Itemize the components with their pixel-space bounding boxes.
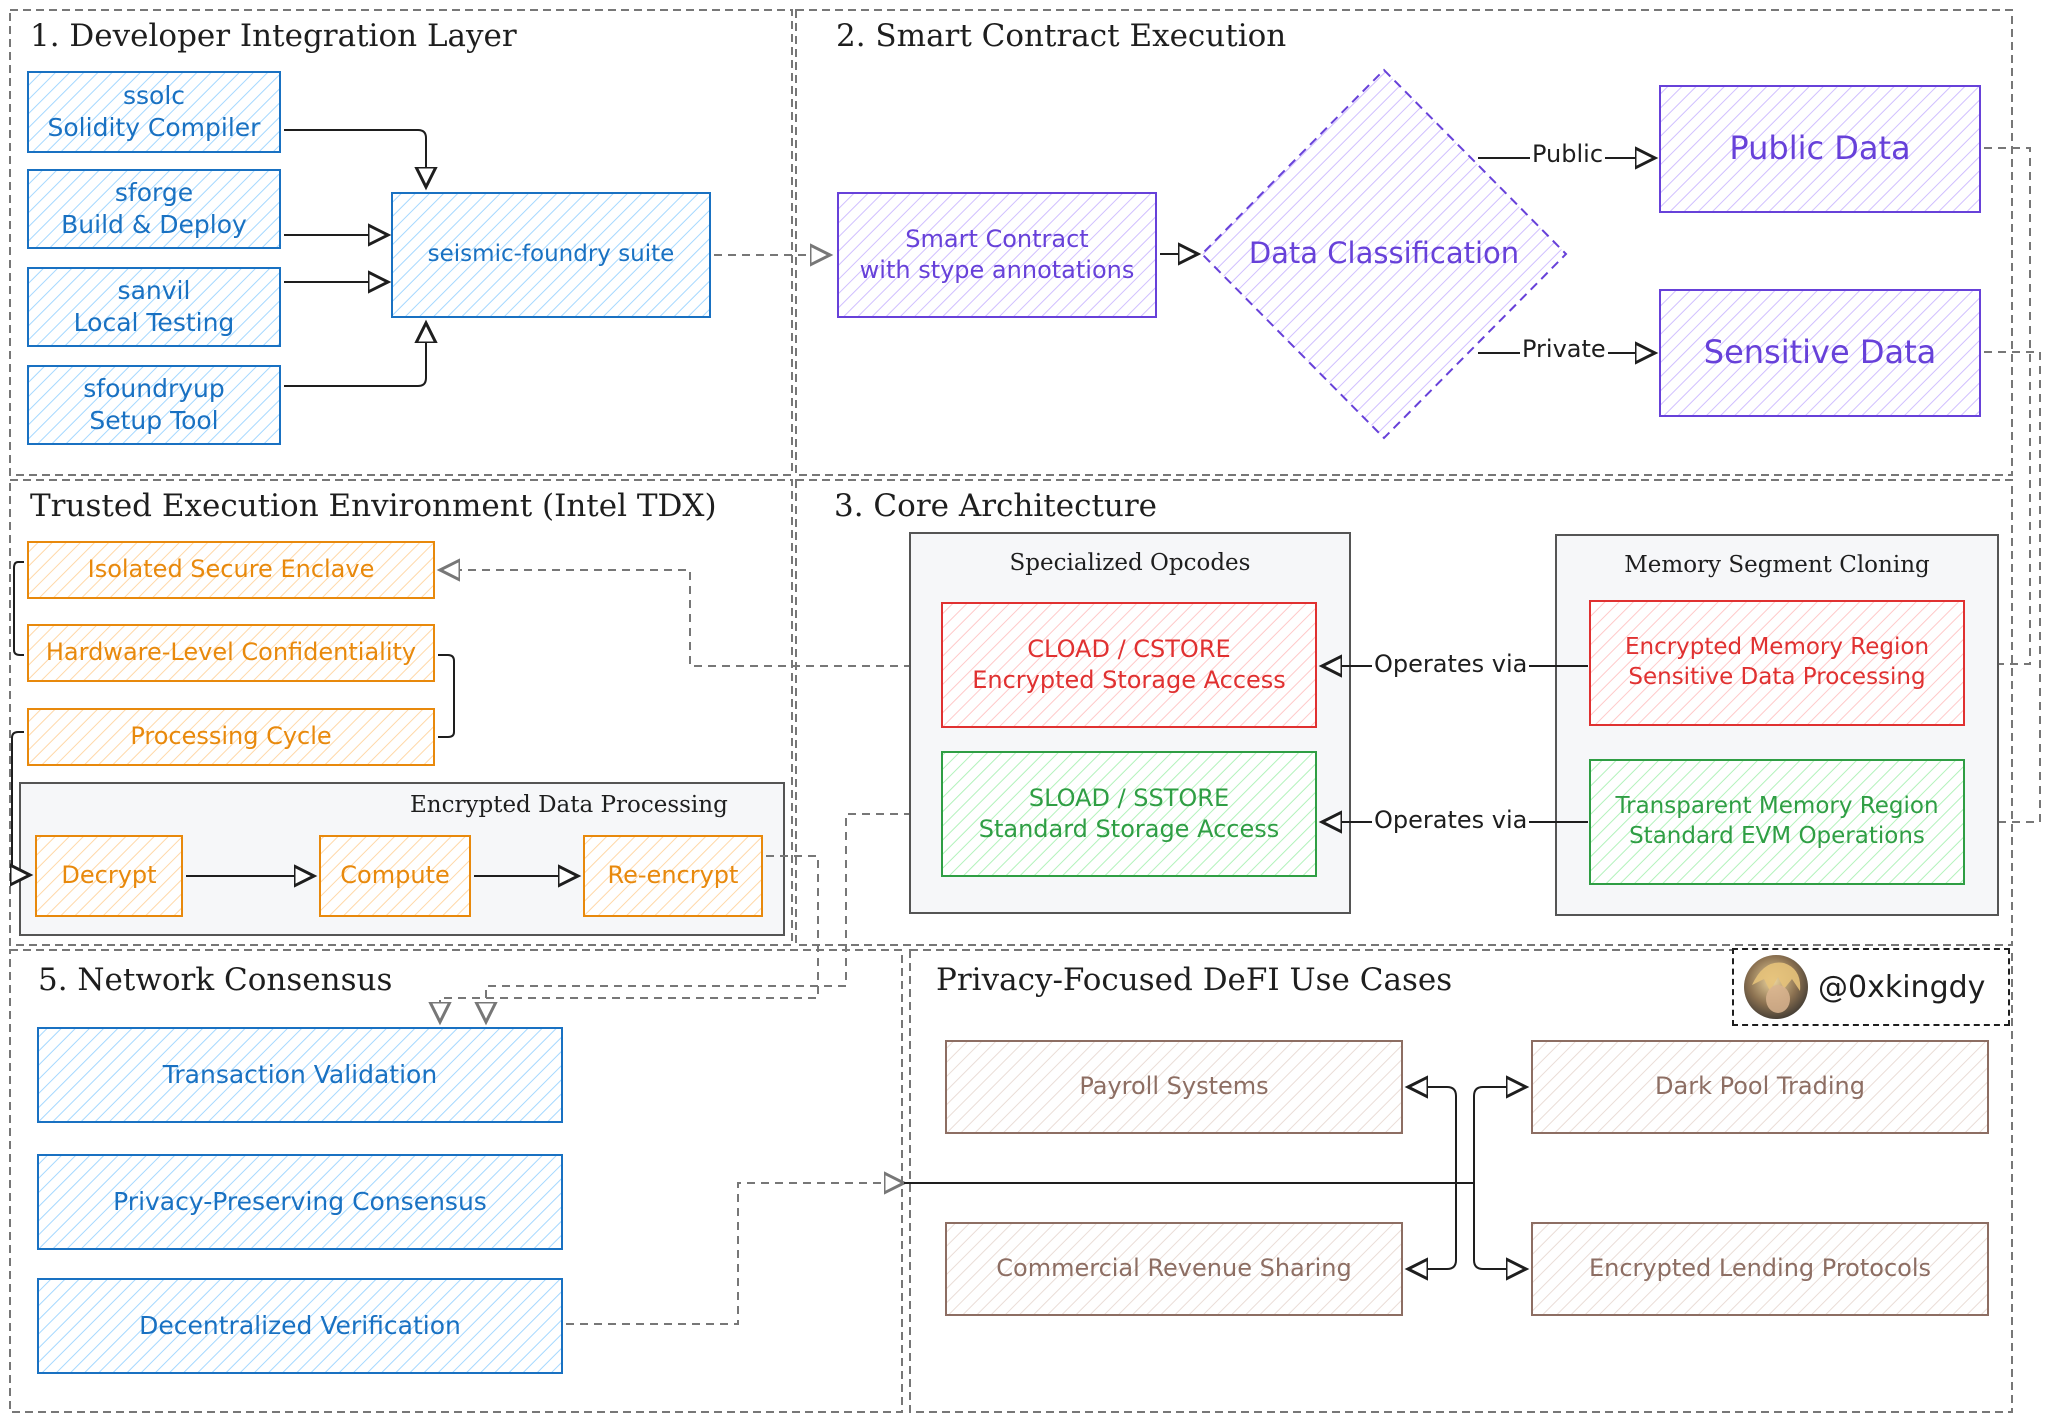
compute-box (319, 835, 471, 917)
edge-hub-payroll (1408, 1087, 1457, 1183)
title-consensus: 5. Network Consensus (38, 962, 393, 998)
validation-box (37, 1027, 563, 1123)
cload-label: CLOAD / CSTORE Encrypted Storage Access (972, 634, 1286, 694)
public-edge-label: Public (1530, 140, 1606, 168)
suite-label: seismic-foundry suite (427, 241, 675, 268)
suite-box (391, 192, 711, 318)
lending-box (1531, 1222, 1989, 1316)
reencrypt-label: Re-encrypt (607, 861, 739, 890)
title-smart-contract: 2. Smart Contract Execution (836, 18, 1287, 54)
sforge-label: sforge Build & Deploy (61, 177, 247, 240)
author-handle: @0xkingdy (1818, 969, 1986, 1005)
title-tee: Trusted Execution Environment (Intel TDX… (30, 488, 717, 524)
edge-reencrypt-to-validation (440, 855, 819, 1022)
section-frame-defi (909, 949, 2013, 1413)
avatar (1744, 955, 1808, 1019)
edge-enclave-confidentiality (13, 561, 24, 656)
edge-hub-lending (1466, 1182, 1526, 1269)
sload-box (941, 751, 1317, 877)
decrypt-label: Decrypt (61, 861, 157, 890)
sensitive-data-box (1659, 289, 1981, 417)
contract-label: Smart Contract with stype annotations (859, 224, 1135, 284)
sfoundryup-box (27, 365, 281, 445)
edge-public-to-encrypted-memory (1975, 147, 2031, 664)
edge-sensitive-to-transparent-memory (1975, 351, 2041, 822)
encrypted-memory-label: Encrypted Memory Region Sensitive Data P… (1624, 634, 1930, 690)
decrypt-box (35, 835, 183, 917)
edge-cycle-decrypt (12, 731, 30, 875)
edge-sfoundryup-suite (284, 323, 426, 387)
edge-sload-to-validation (486, 813, 940, 1022)
confidentiality-label: Hardware-Level Confidentiality (45, 638, 417, 667)
public-data-label: Public Data (1729, 129, 1911, 168)
validation-label: Transaction Validation (162, 1059, 438, 1089)
verification-box (37, 1278, 563, 1374)
opcodes-title: Specialized Opcodes (1009, 550, 1251, 576)
public-data-box (1659, 85, 1981, 213)
section-frame-smart-contract (795, 9, 2013, 476)
encrypted-memory-box (1589, 600, 1965, 726)
sfoundryup-label: sfoundryup Setup Tool (83, 373, 225, 436)
revenue-box (945, 1222, 1403, 1316)
payroll-box (945, 1040, 1403, 1134)
classification-diamond (1200, 68, 1568, 440)
dark-pool-box (1531, 1040, 1989, 1134)
edge-verification-to-defi (566, 1183, 904, 1325)
privacy-consensus-label: Privacy-Preserving Consensus (113, 1186, 487, 1216)
privacy-consensus-box (37, 1154, 563, 1250)
title-developer: 1. Developer Integration Layer (30, 18, 517, 54)
section-frame-tee (9, 479, 793, 946)
dark-pool-label: Dark Pool Trading (1655, 1072, 1865, 1101)
sload-label: SLOAD / SSTORE Standard Storage Access (978, 783, 1280, 843)
sanvil-label: sanvil Local Testing (73, 275, 235, 338)
edge-hub-dark-pool (1466, 1087, 1526, 1184)
transparent-memory-box (1589, 759, 1965, 885)
classification-label: Data Classification (1248, 236, 1520, 271)
compute-label: Compute (340, 861, 450, 890)
revenue-label: Commercial Revenue Sharing (996, 1254, 1352, 1283)
operates-via-label-2: Operates via (1372, 806, 1530, 834)
verification-label: Decentralized Verification (139, 1310, 461, 1340)
title-core: 3. Core Architecture (834, 488, 1158, 524)
lending-label: Encrypted Lending Protocols (1588, 1254, 1932, 1283)
sforge-box (27, 169, 281, 249)
cycle-label: Processing Cycle (130, 722, 332, 751)
operates-via-label-1: Operates via (1372, 650, 1530, 678)
enclave-label: Isolated Secure Enclave (87, 555, 375, 584)
ssolc-label: ssolc Solidity Compiler (47, 80, 261, 143)
edge-hub-revenue (1408, 1183, 1457, 1269)
private-edge-label: Private (1520, 335, 1608, 363)
edge-cload-to-enclave (440, 570, 940, 667)
ssolc-box (27, 71, 281, 153)
section-frame-developer (9, 9, 793, 476)
payroll-label: Payroll Systems (1079, 1072, 1269, 1101)
encrypted-processing-label: Encrypted Data Processing (410, 792, 728, 818)
author-badge[interactable]: @0xkingdy (1732, 948, 2010, 1026)
memory-title: Memory Segment Cloning (1624, 552, 1930, 578)
sanvil-box (27, 267, 281, 347)
contract-box (837, 192, 1157, 318)
edge-ssolc-suite (284, 129, 426, 187)
title-defi: Privacy-Focused DeFI Use Cases (936, 962, 1453, 998)
sensitive-data-label: Sensitive Data (1703, 333, 1937, 372)
section-frame-core (795, 479, 2013, 946)
transparent-memory-label: Transparent Memory Region Standard EVM O… (1615, 793, 1939, 849)
confidentiality-box (27, 624, 435, 682)
edge-confidentiality-cycle (438, 654, 455, 738)
cycle-box (27, 708, 435, 766)
enclave-box (27, 541, 435, 599)
cload-box (941, 602, 1317, 728)
reencrypt-box (583, 835, 763, 917)
